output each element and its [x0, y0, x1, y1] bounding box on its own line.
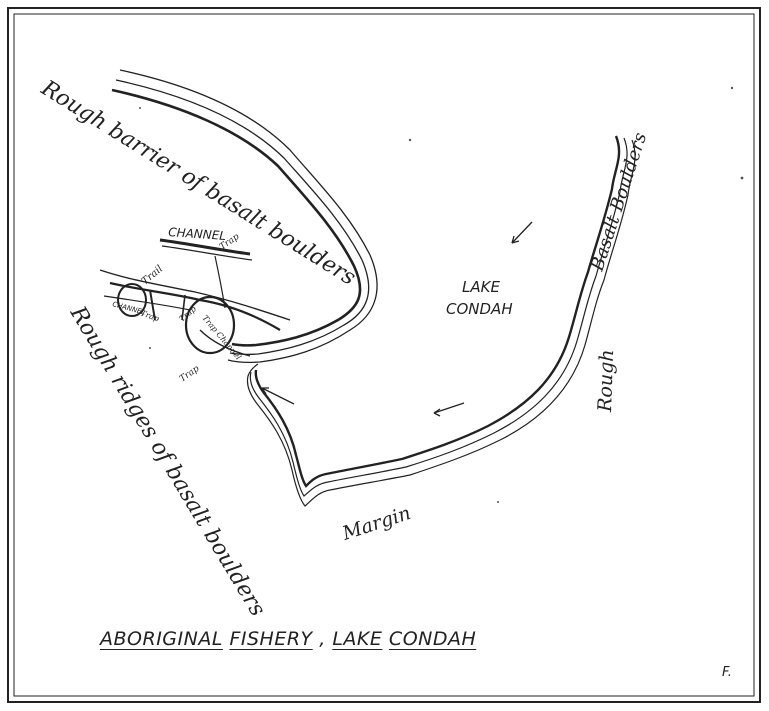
map-caption: ABORIGINAL FISHERY , LAKE CONDAH — [100, 628, 476, 650]
trap-label-4: Trap — [178, 364, 201, 385]
flow-arrows — [261, 221, 533, 417]
fishery-channels — [99, 238, 291, 357]
artist-signature: F. — [722, 665, 732, 680]
arrow-icon — [433, 402, 465, 417]
lake-label-line1: LAKE — [462, 278, 500, 296]
trap-label-2: Trap — [139, 308, 160, 323]
caption-word-fishery: FISHERY — [229, 628, 313, 650]
east-shoreline — [246, 135, 636, 507]
trap-label-3: Trap — [178, 304, 198, 323]
arrow-icon — [261, 387, 295, 405]
caption-word-lake: LAKE — [332, 628, 383, 650]
arrow-icon — [511, 221, 533, 244]
paper-specks — [139, 86, 744, 503]
barrier-shoreline — [111, 69, 378, 364]
map-frame-inner — [13, 13, 755, 697]
channel-label-top: CHANNEL — [168, 225, 227, 243]
map-frame — [7, 7, 761, 703]
rough-label: Rough — [594, 349, 618, 413]
ridges-label: Rough ridges of basalt boulders — [64, 301, 270, 620]
trap-channel-label: Trap Channel — [200, 314, 243, 362]
margin-label: Margin — [339, 502, 414, 545]
caption-word-aboriginal: ABORIGINAL — [100, 628, 223, 650]
caption-separator: , — [319, 628, 326, 650]
caption-word-condah: CONDAH — [388, 628, 477, 650]
lake-label-line2: CONDAH — [446, 300, 513, 318]
barrier-label: Rough barrier of basalt boulders — [36, 75, 360, 290]
